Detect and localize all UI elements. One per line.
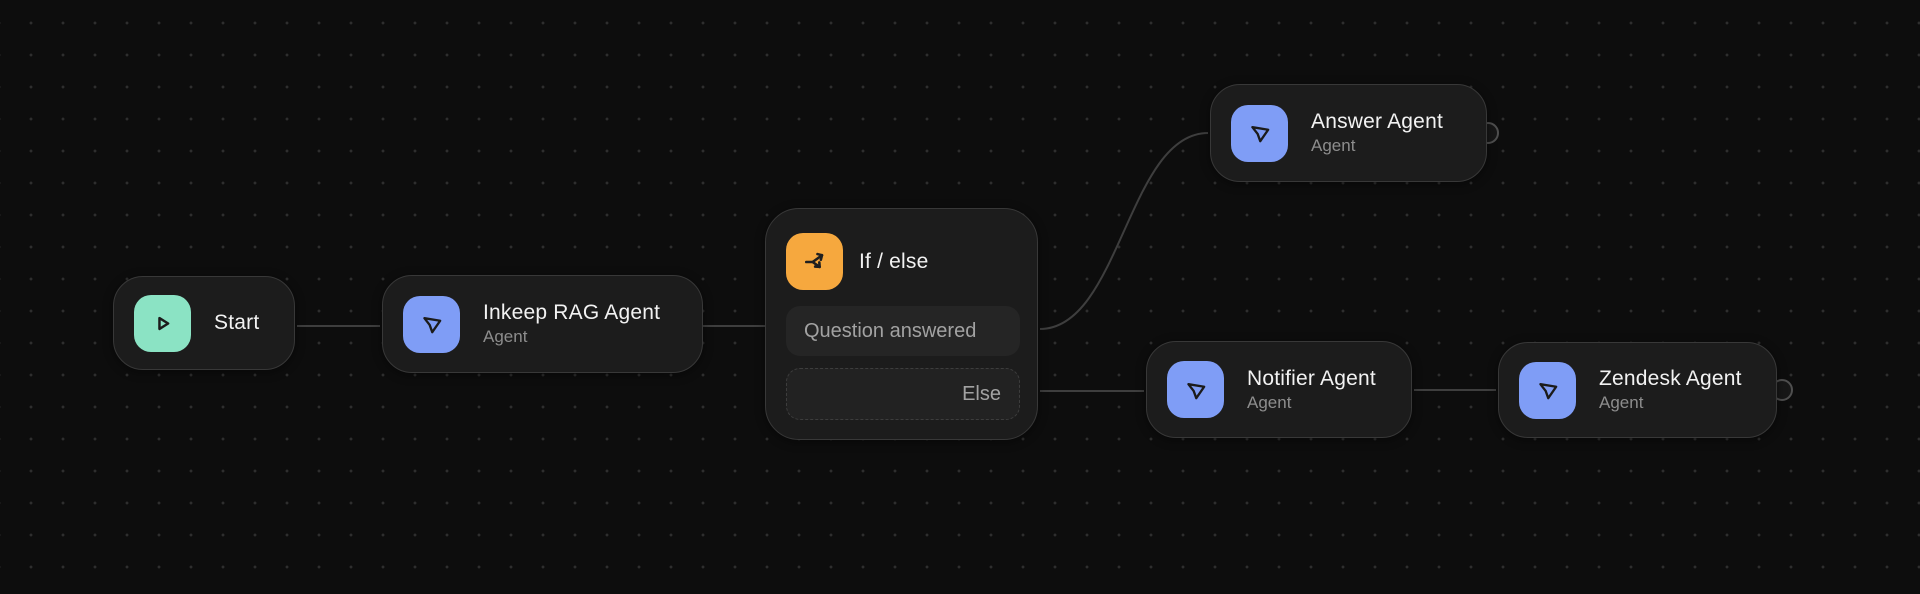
- node-title: Notifier Agent: [1247, 366, 1376, 390]
- node-subtitle: Agent: [1247, 392, 1292, 412]
- branch-label: Question answered: [804, 319, 977, 342]
- node-title: Start: [214, 311, 260, 335]
- cursor-icon: [1231, 104, 1288, 162]
- branch-label: Else: [962, 382, 1001, 405]
- node-title: Zendesk Agent: [1599, 367, 1742, 391]
- branch-else[interactable]: Else: [786, 368, 1020, 420]
- node-notifier-agent[interactable]: Notifier Agent Agent: [1146, 341, 1412, 438]
- edge-question-answered-to-answer: [1039, 132, 1209, 330]
- cursor-icon: [403, 295, 460, 353]
- cursor-icon: [1519, 361, 1576, 419]
- play-icon: [134, 294, 191, 352]
- node-subtitle: Agent: [483, 327, 528, 347]
- node-title: Answer Agent: [1311, 110, 1443, 134]
- node-title: Inkeep RAG Agent: [483, 301, 661, 325]
- node-start[interactable]: Start: [113, 276, 295, 370]
- node-inkeep-rag-agent[interactable]: Inkeep RAG Agent Agent: [382, 275, 703, 373]
- node-if-else[interactable]: If / else Question answered Else: [765, 208, 1038, 440]
- node-title: If / else: [859, 249, 929, 273]
- branch-icon: [786, 233, 843, 290]
- node-subtitle: Agent: [1599, 393, 1644, 413]
- node-answer-agent[interactable]: Answer Agent Agent: [1210, 84, 1487, 182]
- branch-question-answered[interactable]: Question answered: [786, 306, 1020, 356]
- node-zendesk-agent[interactable]: Zendesk Agent Agent: [1498, 342, 1777, 438]
- node-subtitle: Agent: [1311, 136, 1356, 156]
- cursor-icon: [1167, 361, 1224, 418]
